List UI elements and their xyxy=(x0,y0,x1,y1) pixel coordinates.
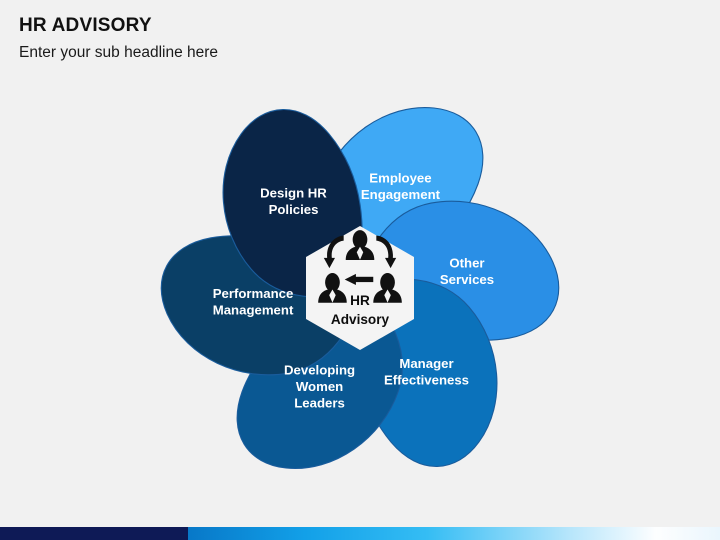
page-subtitle: Enter your sub headline here xyxy=(19,44,219,61)
page-title: HR ADVISORY xyxy=(19,15,152,36)
center-label-line2: Advisory xyxy=(331,312,390,327)
footer-bar xyxy=(0,527,720,540)
center-label-line1: HR xyxy=(350,293,370,308)
team-people-icon xyxy=(318,230,402,303)
center-hexagon-overlay xyxy=(306,226,414,350)
footer-bar-dark-segment xyxy=(0,527,188,540)
header-block: HR ADVISORY Enter your sub headline here xyxy=(19,14,519,64)
footer-bar-gradient-segment xyxy=(188,527,720,540)
